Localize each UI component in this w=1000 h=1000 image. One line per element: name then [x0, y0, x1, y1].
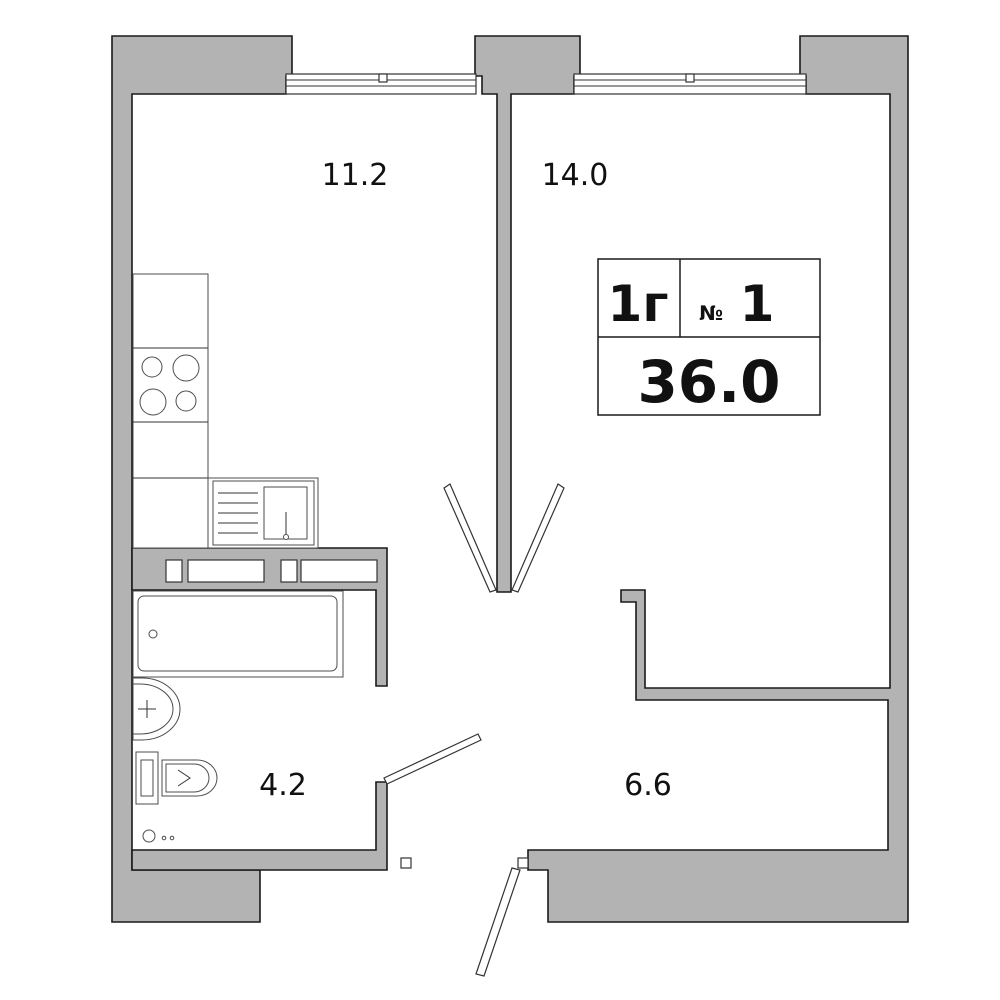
total-area: 36.0 [637, 348, 780, 416]
room-area-living: 14.0 [542, 158, 609, 193]
kitchen-sink-icon [207, 477, 319, 549]
wall-top-right [527, 35, 909, 923]
door-entrance-icon [400, 857, 529, 977]
bathroom-partition [131, 547, 388, 687]
washbasin-icon [132, 677, 181, 741]
apartment-info-box: 1г № 1 36.0 [597, 258, 821, 416]
bathtub-icon [132, 590, 344, 678]
door-living-icon [511, 483, 565, 593]
stove-burner-icon [141, 356, 163, 378]
wall-bottom-left [131, 781, 388, 871]
wall-top-middle [474, 35, 581, 593]
room-area-bathroom: 4.2 [259, 768, 307, 803]
stove-burner-icon [172, 354, 200, 382]
door-kitchen-icon [443, 483, 497, 593]
toilet-icon [135, 751, 218, 805]
rooms-code: 1г [608, 275, 669, 333]
door-bathroom-icon [383, 733, 482, 785]
kitchen-counter [132, 273, 209, 549]
window-left [285, 73, 477, 95]
apartment-number: 1 [740, 275, 775, 333]
room-area-kitchen: 11.2 [322, 158, 389, 193]
floor-drain-icon [142, 829, 175, 843]
stove-burner-icon [139, 388, 167, 416]
wall-top-left [111, 35, 293, 923]
room-area-hall: 6.6 [624, 768, 672, 803]
stove-burner-icon [175, 390, 197, 412]
outer-walls [111, 35, 909, 923]
window-right [573, 73, 807, 95]
number-sign: № [699, 301, 723, 325]
